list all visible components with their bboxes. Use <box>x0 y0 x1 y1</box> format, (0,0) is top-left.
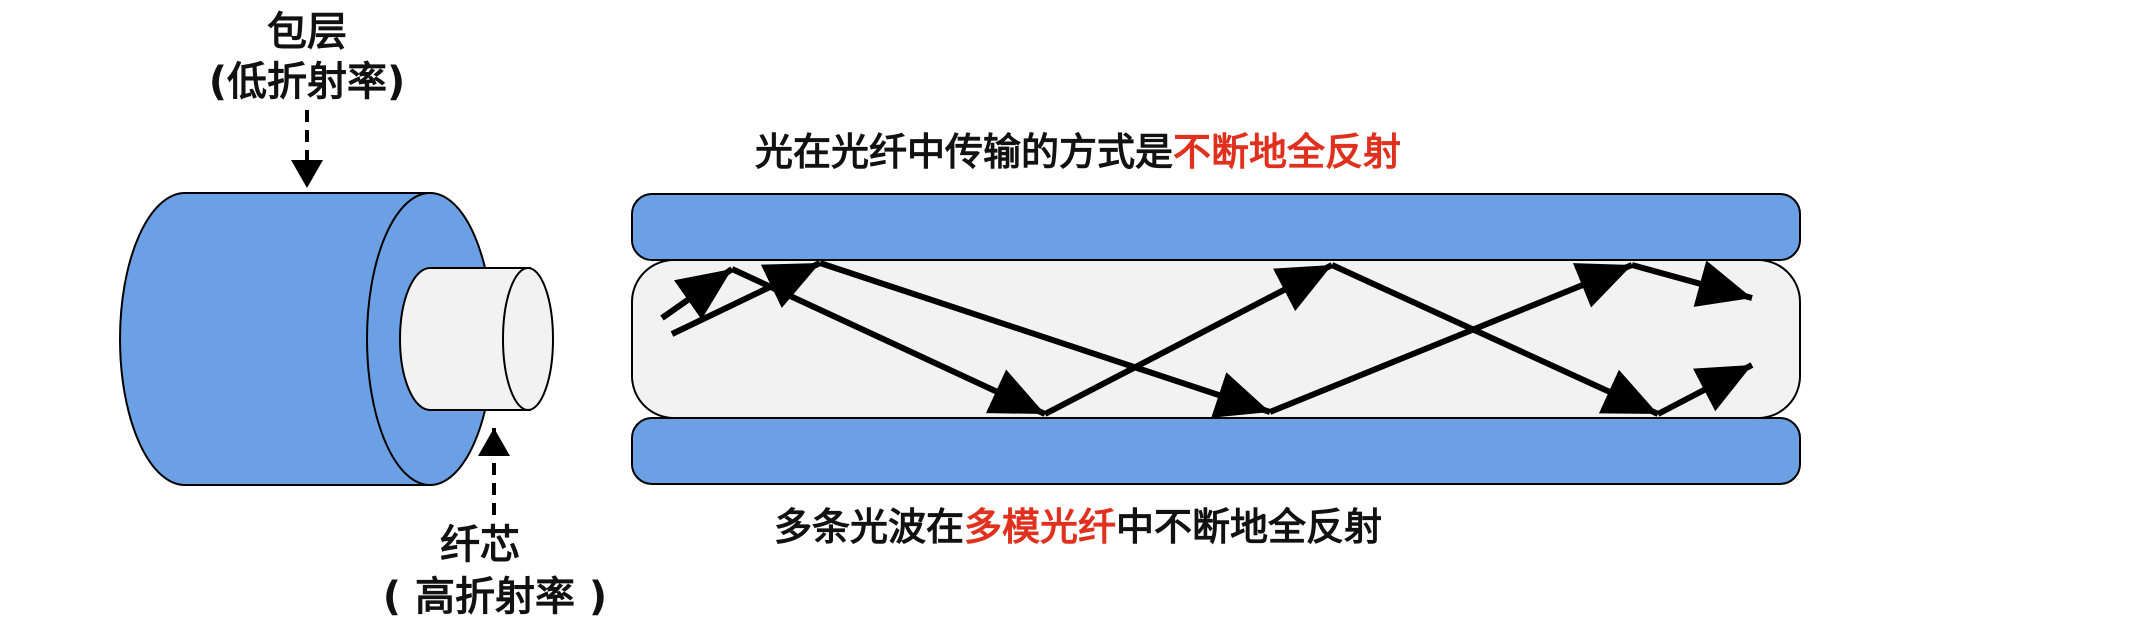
ray-2-segment <box>670 260 822 337</box>
top-caption-highlight: 不断地全反射 <box>1173 130 1401 174</box>
top-caption: 光在光纤中传输的方式是不断地全反射 <box>755 130 1401 174</box>
ray-1-segment <box>1656 362 1754 417</box>
ray-1-segment <box>660 266 734 321</box>
core-note: ( 高折射率 ) <box>383 574 607 620</box>
top-cladding-layer <box>631 193 1801 261</box>
bottom-caption-prefix: 多条光波在 <box>774 505 964 549</box>
bottom-caption-suffix: 中不断地全反射 <box>1116 505 1382 549</box>
ray-2-segment <box>1631 260 1753 307</box>
bottom-cladding-layer <box>631 417 1801 485</box>
cladding-label: 包层 <box>267 9 347 55</box>
top-caption-prefix: 光在光纤中传输的方式是 <box>755 130 1173 174</box>
core-end-face <box>502 267 554 411</box>
core-label: 纤芯 <box>440 522 520 568</box>
ray-1-segment <box>1330 262 1660 417</box>
cladding-body <box>119 192 431 486</box>
core-body <box>399 267 531 411</box>
ray-2-segment <box>1268 262 1634 415</box>
fiber-cylinder <box>119 192 554 486</box>
bottom-caption-highlight: 多模光纤 <box>964 505 1116 549</box>
bottom-caption: 多条光波在多模光纤中不断地全反射 <box>774 505 1382 549</box>
light-ray-2 <box>670 260 1753 418</box>
cladding-note: (低折射率) <box>209 59 406 105</box>
ray-2-segment <box>819 260 1271 418</box>
ray-1-segment <box>1043 262 1334 417</box>
